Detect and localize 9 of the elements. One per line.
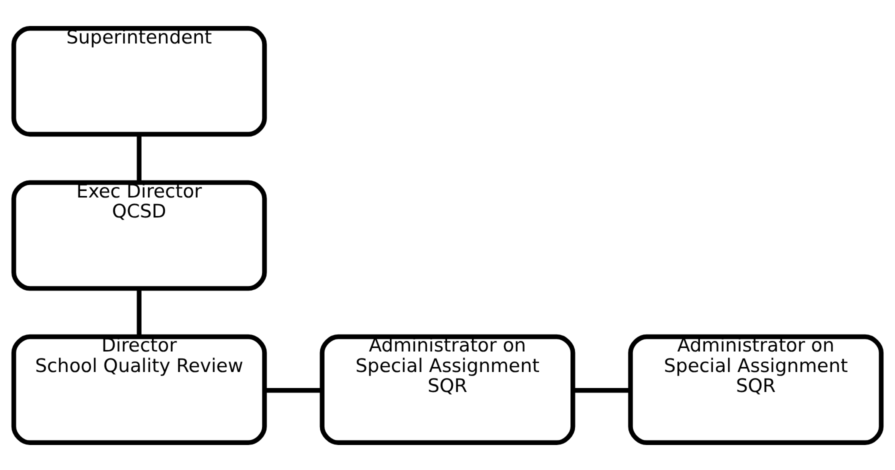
connector — [136, 134, 142, 182]
connector — [264, 388, 322, 392]
node-box: Exec Director QCSD — [11, 180, 267, 290]
connector — [572, 388, 630, 392]
node-box: Administrator on Special Assignment SQR — [320, 334, 576, 444]
node-box: Superintendent — [11, 26, 267, 136]
node-box: Administrator on Special Assignment SQR — [628, 334, 884, 444]
node-box: Director School Quality Review — [11, 334, 267, 444]
connector — [136, 288, 142, 336]
